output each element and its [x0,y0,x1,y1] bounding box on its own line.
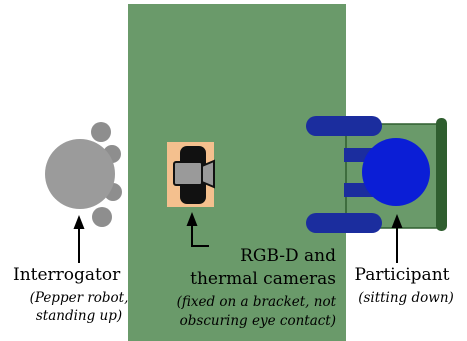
table-surface [128,4,346,341]
chair-back [436,118,447,231]
chair-arm-bottom [306,213,382,233]
participant-title: Participant [354,265,450,285]
participant-arrow [391,214,403,263]
camera-title-line1: RGB-D and [240,246,336,266]
camera-body [173,161,203,186]
camera-lens [201,159,215,189]
person-topdown-icon [362,138,430,206]
robot-body [45,139,115,209]
robot-hand-top [91,122,111,142]
robot-hand-bottom [92,207,112,227]
camera-note-line1: (fixed on a bracket, not [176,294,336,310]
interrogator-title: Interrogator [13,265,121,285]
interrogator-note-line2: standing up) [35,308,123,324]
robot-topdown-icon [45,122,122,227]
chair-arm-top [306,116,382,136]
camera-note-line2: obscuring eye contact) [179,313,336,329]
camera-arrow [186,212,209,247]
interrogator-arrow [73,215,85,263]
interrogator-note-line1: (Pepper robot, [29,290,129,306]
video-camera-icon [167,142,215,207]
camera-title-line2: thermal cameras [190,269,336,289]
participant-note: (sitting down) [358,290,454,306]
